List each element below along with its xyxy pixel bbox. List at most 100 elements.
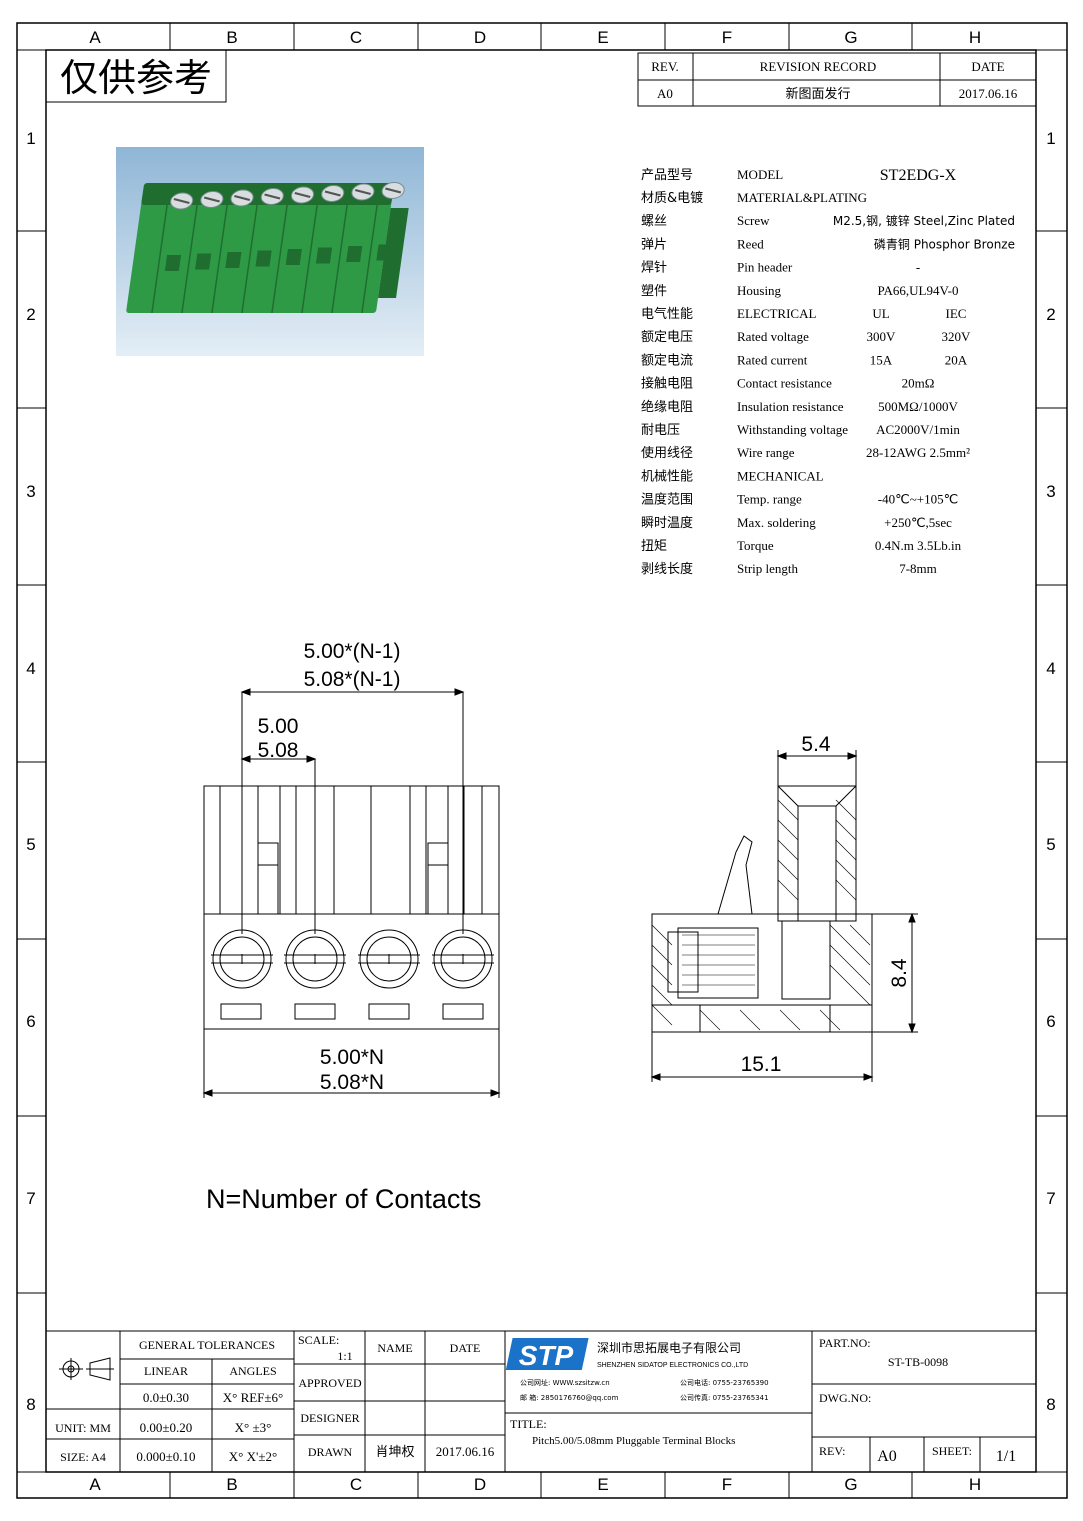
terminal-divider [301,205,318,313]
col-label-f-bottom: F [722,1475,732,1494]
terminal-divider [241,205,258,313]
spec-label-cn: 接触电阻 [641,376,693,392]
dim-total-pitch-500: 5.00*(N-1) [304,640,401,663]
spec-label-en: Max. soldering [737,515,816,530]
spec-label-cn: 剥线长度 [641,561,693,577]
spec-value-iec: 20A [945,352,968,367]
row-label-2-right: 2 [1046,305,1055,324]
projection-symbol-icon [59,1357,114,1381]
company-logo: STP [505,1338,589,1371]
approved-label: APPROVED [298,1376,362,1390]
row-label-2-left: 2 [26,305,35,324]
screw-head [284,929,346,989]
part-no-value: ST-TB-0098 [888,1355,948,1369]
spec-value-iec: 320V [942,329,972,344]
screw-head [358,929,420,989]
dwg-no-label: DWG.NO: [819,1391,871,1405]
company-contact-2b: 公司传真: 0755-23765341 [680,1393,769,1402]
terminal-divider [331,205,348,313]
row-label-4-right: 4 [1046,659,1055,678]
spec-label-cn: 机械性能 [641,469,693,484]
spec-value-ul: 15A [870,352,893,367]
wire-entry [285,249,302,265]
tol-linear-1: 0.0±0.30 [143,1390,189,1405]
spec-label-cn: 额定电压 [641,330,693,345]
spec-value: -40℃~+105℃ [878,492,958,507]
terminal-divider [211,205,228,313]
spec-label-en: Strip length [737,561,799,576]
revision-header-rev: REV. [651,59,679,74]
screw-slot [264,193,281,200]
col-label-g-top: G [844,28,857,47]
dim-pitch-500: 5.00 [258,715,299,738]
col-label-a-top: A [89,28,101,47]
wire-entry [346,246,363,262]
spec-label-en: Withstanding voltage [737,422,848,437]
spec-value: 28-12AWG 2.5mm² [866,445,970,460]
screw-slot [203,196,220,203]
title-block [45,1330,1037,1473]
company-contact-1b: 公司电话: 0755-23765390 [680,1378,769,1387]
title-label: TITLE: [510,1417,547,1431]
row-label-7-right: 7 [1046,1189,1055,1208]
col-label-e-top: E [597,28,608,47]
revision-header-record: REVISION RECORD [760,59,877,74]
spec-value: 0.4N.m 3.5Lb.in [875,538,962,553]
company-contact-2a: 邮 箱: 2850176760@qq.com [520,1393,619,1402]
spec-label-en: Screw [737,213,770,228]
title-value: Pitch5.00/5.08mm Pluggable Terminal Bloc… [532,1435,735,1447]
spec-label-en: MECHANICAL [737,468,824,483]
row-label-3-right: 3 [1046,482,1055,501]
spec-label-en: Rated voltage [737,329,809,344]
spec-label-en: Reed [737,236,764,251]
screw-slot [324,190,341,197]
revision-record-value: 新图面发行 [785,86,850,101]
scale-value: 1:1 [337,1349,352,1363]
spec-label-en: Temp. range [737,492,802,507]
linear-label: LINEAR [144,1364,188,1378]
spec-label-en: MATERIAL&PLATING [737,190,867,205]
col-label-c-bottom: C [350,1475,362,1494]
spec-model-en: MODEL [737,167,783,182]
tol-angle-3: X° X'±2° [229,1449,277,1464]
wire-opening [442,1003,484,1020]
angles-label: ANGLES [229,1364,276,1378]
unit-label: UNIT: MM [55,1421,111,1435]
spec-label-cn: 螺丝 [641,214,667,229]
row-label-1-left: 1 [26,129,35,148]
screw-slot [385,187,402,194]
tol-linear-3: 0.000±0.10 [136,1449,195,1464]
wire-entry [376,244,393,261]
spec-value: 20mΩ [902,376,935,391]
scale-label: SCALE: [298,1333,339,1347]
front-view-drawing [202,688,501,1098]
col-label-f-top: F [722,28,732,47]
dim-side-width: 15.1 [741,1053,782,1076]
screw-head [432,929,494,989]
outer-frame [16,22,1068,1499]
contacts-note: N=Number of Contacts [206,1184,481,1214]
spec-label-cn: 弹片 [641,237,667,252]
spec-value: 磷青铜 Phosphor Bronze [874,236,1015,251]
row-label-8-right: 8 [1046,1395,1055,1414]
spec-label-cn: 额定电流 [641,353,693,368]
spec-label-cn: 焊针 [641,260,667,276]
watermark-stamp: 仅供参考 [60,56,212,100]
drawn-date: 2017.06.16 [436,1444,495,1459]
spec-label-en: Wire range [737,445,795,460]
spec-label-cn: 材质&电镀 [641,190,703,206]
spec-value-ul: 300V [867,329,897,344]
wire-entry [195,253,212,270]
spec-value-ul: UL [872,306,889,321]
spec-label-cn: 温度范围 [641,492,693,508]
terminal-side [378,208,409,298]
spec-value-iec: IEC [946,306,967,321]
revision-date-value: 2017.06.16 [959,86,1018,101]
dim-total-pitch-508: 5.08*(N-1) [304,668,401,691]
sheet-label: SHEET: [932,1444,972,1458]
date-label: DATE [450,1341,481,1355]
row-label-5-left: 5 [26,835,35,854]
spec-label-cn: 扭矩 [641,539,667,554]
company-name-en: SHENZHEN SIDATOP ELECTRONICS CO.,LTD [597,1362,748,1369]
